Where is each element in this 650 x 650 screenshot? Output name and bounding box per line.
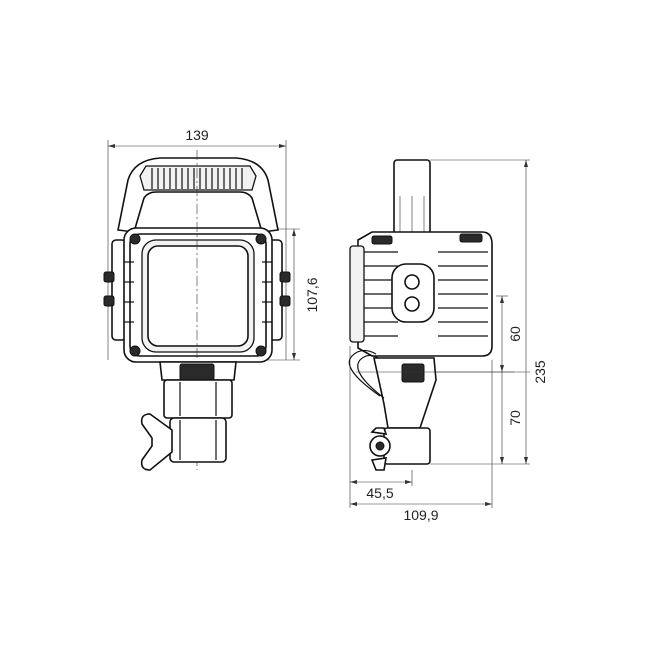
width-dimension-label: 139 — [185, 127, 209, 143]
front-view: 139 107,6 — [103, 127, 320, 471]
upper-dimension-label: 60 — [507, 326, 523, 342]
total-height-dimension-label: 235 — [532, 360, 548, 384]
depth-dimension-label: 109,9 — [403, 507, 438, 523]
height-dimension-label: 107,6 — [304, 277, 320, 312]
screw-icon — [129, 233, 141, 245]
lower-dimension-label: 70 — [507, 410, 523, 426]
side-view: 235 60 70 45,5 109,9 — [348, 159, 548, 523]
wing-nut-icon — [140, 413, 173, 471]
mount-offset-dimension-label: 45,5 — [366, 485, 393, 501]
pivot-bolt-icon — [404, 274, 420, 290]
handle-grip-ribs — [151, 168, 243, 189]
